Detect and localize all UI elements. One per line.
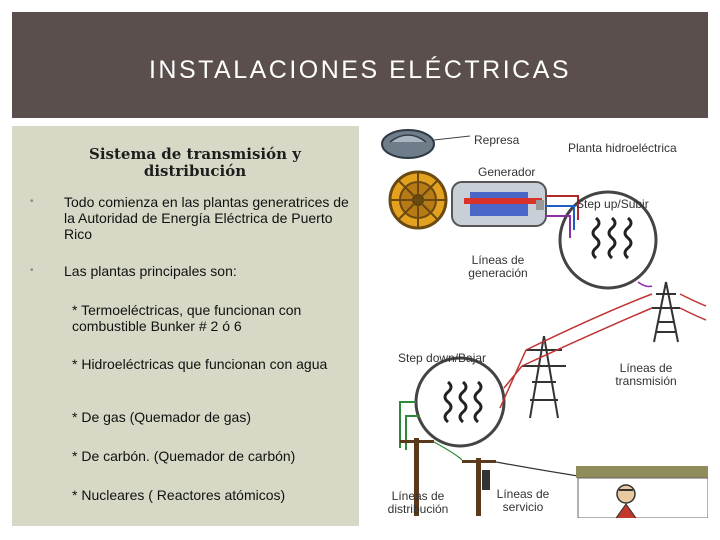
diagram-graphic xyxy=(381,129,709,519)
house-icon xyxy=(576,466,709,519)
label-lineas-distribucion: Líneas de distribución xyxy=(387,489,449,516)
label-generador: Generador xyxy=(478,165,536,179)
plant-type-item: * De gas (Quemador de gas) xyxy=(72,409,251,425)
plant-type-item: * Hidroeléctricas que funcionan con agua xyxy=(72,356,328,372)
content-panel xyxy=(12,126,359,526)
bullet-text: Todo comienza en las plantas generatrice… xyxy=(64,194,349,242)
power-system-diagram: Represa Planta hidroeléctrica Generador … xyxy=(360,118,709,519)
label-step-down: Step down/Bajar xyxy=(398,351,487,365)
plant-type-item: * De carbón. (Quemador de carbón) xyxy=(72,448,296,464)
section-subtitle: Sistema de transmisión y distribución xyxy=(89,145,301,180)
label-step-up: Step up/Subir xyxy=(576,197,649,211)
transmission-tower-icon xyxy=(522,281,680,419)
page-title: INSTALACIONES ELÉCTRICAS xyxy=(148,56,572,84)
utility-pole-icon xyxy=(400,438,579,516)
title-bar: INSTALACIONES ELÉCTRICAS xyxy=(12,12,708,118)
transmission-lines xyxy=(521,281,707,367)
bullet-icon: • xyxy=(30,265,34,276)
plant-type-item: * Termoeléctricas, que funcionan con com… xyxy=(72,302,302,334)
label-lineas-transmision: Líneas de transmisión xyxy=(615,361,677,388)
water-wheel-icon xyxy=(388,170,448,230)
person-icon xyxy=(615,484,637,519)
label-planta-hidroelectrica: Planta hidroeléctrica xyxy=(568,141,677,155)
transformer-icon xyxy=(399,349,527,450)
label-lineas-servicio: Líneas de servicio xyxy=(496,487,550,514)
transformer-icon xyxy=(558,190,658,290)
bullet-icon: • xyxy=(30,196,34,207)
label-represa: Represa xyxy=(474,133,520,147)
bullet-text: Las plantas principales son: xyxy=(64,263,237,279)
generator-icon xyxy=(451,181,566,227)
dam-icon xyxy=(381,129,471,159)
label-lineas-generacion: Líneas de generación xyxy=(468,253,528,280)
plant-type-item: * Nucleares ( Reactores atómicos) xyxy=(72,487,286,503)
